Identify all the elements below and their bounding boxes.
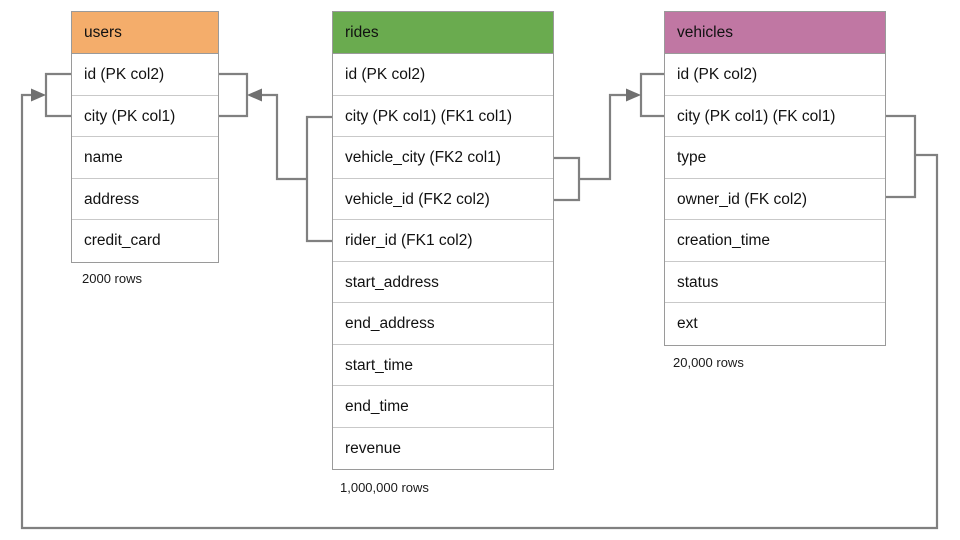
- connector-vehicles-to-users-line: [20, 93, 939, 530]
- connector-vehicles-left-bracket: [639, 72, 664, 118]
- field-vehicles-type[interactable]: type: [665, 137, 885, 179]
- field-rides-vehicle-city[interactable]: vehicle_city (FK2 col1): [333, 137, 553, 179]
- field-rides-end-address[interactable]: end_address: [333, 303, 553, 345]
- field-rides-city[interactable]: city (PK col1) (FK1 col1): [333, 96, 553, 137]
- entity-vehicles-title: vehicles: [665, 12, 885, 54]
- entity-rides[interactable]: rides id (PK col2) city (PK col1) (FK1 c…: [332, 11, 554, 470]
- connector-rides-left-bracket: [305, 115, 332, 243]
- arrowhead-into-vehicles-left: [626, 88, 641, 102]
- field-vehicles-creation-time[interactable]: creation_time: [665, 220, 885, 262]
- connector-users-left-bracket: [44, 72, 71, 118]
- field-users-address[interactable]: address: [72, 179, 218, 220]
- entity-rides-title: rides: [333, 12, 553, 54]
- field-rides-start-address[interactable]: start_address: [333, 262, 553, 303]
- rowcount-users: 2000 rows: [82, 271, 142, 286]
- field-rides-revenue[interactable]: revenue: [345, 439, 402, 457]
- field-users-id[interactable]: id (PK col2): [72, 54, 218, 96]
- field-rides-vehicle-id[interactable]: vehicle_id (FK2 col2): [333, 179, 553, 220]
- entity-users[interactable]: users id (PK col2) city (PK col1) name a…: [71, 11, 219, 263]
- field-users-name[interactable]: name: [72, 137, 218, 179]
- field-vehicles-owner-id[interactable]: owner_id (FK col2): [665, 179, 885, 220]
- field-rides-start-time[interactable]: start_time: [333, 345, 553, 386]
- connector-rides-right-bracket: [554, 156, 581, 202]
- field-rides-rider-id[interactable]: rider_id (FK1 col2): [333, 220, 553, 262]
- rowcount-vehicles: 20,000 rows: [673, 355, 744, 370]
- entity-vehicles[interactable]: vehicles id (PK col2) city (PK col1) (FK…: [664, 11, 886, 346]
- rowcount-rides: 1,000,000 rows: [340, 480, 429, 495]
- connector-vehicles-right-bracket: [886, 114, 917, 199]
- field-users-city[interactable]: city (PK col1): [72, 96, 218, 137]
- field-vehicles-status[interactable]: status: [665, 262, 885, 303]
- connector-rides-to-vehicles-line: [579, 93, 630, 181]
- field-rides-end-time[interactable]: end_time: [333, 386, 553, 428]
- connector-users-right-bracket: [219, 72, 249, 118]
- field-vehicles-city[interactable]: city (PK col1) (FK col1): [665, 96, 885, 137]
- entity-users-title: users: [72, 12, 218, 54]
- arrowhead-into-users-left: [31, 88, 46, 102]
- arrowhead-into-users-right: [247, 88, 262, 102]
- field-vehicles-id[interactable]: id (PK col2): [665, 54, 885, 96]
- connector-rides-to-users-line: [258, 93, 307, 181]
- field-vehicles-ext[interactable]: ext: [677, 315, 698, 332]
- field-users-credit-card[interactable]: credit_card: [84, 232, 161, 249]
- field-rides-id[interactable]: id (PK col2): [333, 54, 553, 96]
